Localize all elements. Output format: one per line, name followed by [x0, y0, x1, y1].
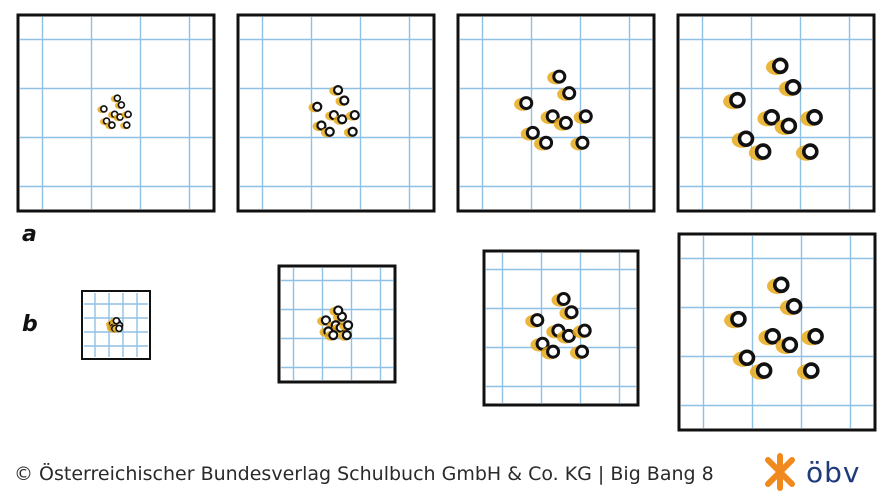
- galaxy-dot: [328, 329, 339, 341]
- panel-b-3: [482, 249, 640, 407]
- galaxy-dot: [108, 121, 116, 129]
- galaxy-dot: [578, 109, 593, 124]
- panel-frame: [236, 13, 436, 213]
- galaxy-dot: [552, 69, 567, 84]
- obv-logo-text: öbv: [806, 455, 861, 489]
- panel-a-2: [236, 13, 436, 213]
- panel-a-1: [16, 13, 216, 213]
- galaxy-dot: [730, 310, 747, 328]
- panel-frame: [482, 249, 640, 407]
- galaxy-dot: [575, 344, 590, 359]
- row-label-a: a: [22, 222, 37, 247]
- galaxy-dot: [575, 135, 590, 150]
- galaxy-dot: [806, 108, 823, 126]
- panel-frame: [277, 264, 397, 384]
- panel-frame: [677, 232, 877, 432]
- galaxy-dot: [312, 101, 323, 112]
- galaxy-dot: [764, 328, 782, 345]
- galaxy-dot: [802, 143, 819, 160]
- galaxy-dot: [324, 126, 335, 137]
- panel-a-3: [456, 13, 656, 213]
- galaxy-dot: [545, 109, 560, 124]
- galaxy-dot: [556, 292, 571, 307]
- galaxy-dot: [754, 143, 772, 160]
- galaxy-dot: [546, 344, 561, 359]
- galaxy-dot: [115, 324, 123, 333]
- galaxy-dot: [342, 320, 354, 331]
- galaxy-dot: [519, 96, 534, 111]
- galaxy-dot: [562, 86, 577, 101]
- galaxy-dot: [784, 78, 802, 96]
- obv-logo: öbv: [760, 451, 880, 493]
- panel-frame: [16, 13, 216, 213]
- galaxy-dot: [737, 130, 755, 148]
- galaxy-dot: [122, 121, 131, 129]
- galaxy-dot: [112, 316, 121, 325]
- galaxy-dot: [564, 305, 579, 320]
- galaxy-dot: [807, 328, 824, 345]
- galaxy-dot: [785, 297, 803, 315]
- galaxy-dot: [755, 362, 773, 379]
- galaxy-dot: [738, 349, 756, 367]
- copyright-footer: © Österreichischer Bundesverlag Schulbuc…: [14, 463, 714, 485]
- panel-b-1: [81, 290, 151, 360]
- galaxy-dot: [316, 120, 327, 131]
- galaxy-dot: [100, 105, 108, 113]
- galaxy-dot: [339, 95, 350, 106]
- galaxy-dot: [337, 114, 348, 125]
- panel-b-2: [277, 264, 397, 384]
- galaxy-dot: [117, 101, 126, 109]
- row-label-b: b: [22, 312, 38, 337]
- panel-frame: [676, 13, 876, 213]
- galaxy-dot: [763, 108, 781, 126]
- galaxy-dot: [525, 125, 540, 140]
- galaxy-dot: [113, 94, 122, 103]
- galaxy-dot: [341, 329, 352, 341]
- galaxy-dot: [539, 135, 554, 150]
- galaxy-dot: [332, 84, 344, 96]
- panel-frame: [81, 290, 151, 360]
- galaxy-dot: [772, 276, 790, 294]
- panel-a-4: [676, 13, 876, 213]
- galaxy-dot: [349, 109, 360, 121]
- galaxy-dot: [781, 336, 799, 354]
- galaxy-dot: [561, 328, 576, 343]
- galaxy-dot: [780, 117, 798, 135]
- galaxy-dot: [771, 57, 789, 75]
- galaxy-dot: [333, 305, 344, 316]
- galaxy-dot: [124, 110, 132, 119]
- panel-b-4: [677, 232, 877, 432]
- galaxy-dot: [530, 313, 545, 328]
- galaxy-dot: [577, 323, 592, 338]
- galaxy-dot: [558, 115, 573, 130]
- galaxy-dot: [347, 126, 358, 137]
- galaxy-dot: [320, 315, 332, 326]
- galaxy-dot: [803, 362, 820, 379]
- panel-frame: [456, 13, 656, 213]
- obv-logo-icon: [765, 453, 795, 491]
- galaxy-dot: [729, 91, 746, 109]
